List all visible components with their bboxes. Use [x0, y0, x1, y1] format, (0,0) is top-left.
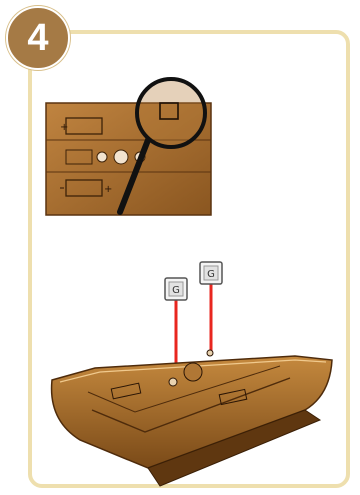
plus-sign-left: + — [60, 122, 68, 133]
battery-tray — [52, 350, 332, 486]
component-g-left: G — [165, 278, 187, 300]
plus-sign-right: + — [104, 184, 112, 195]
component-g-left-label: G — [172, 285, 180, 296]
component-g-right-label: G — [207, 269, 215, 280]
component-g-right: G — [200, 262, 222, 284]
